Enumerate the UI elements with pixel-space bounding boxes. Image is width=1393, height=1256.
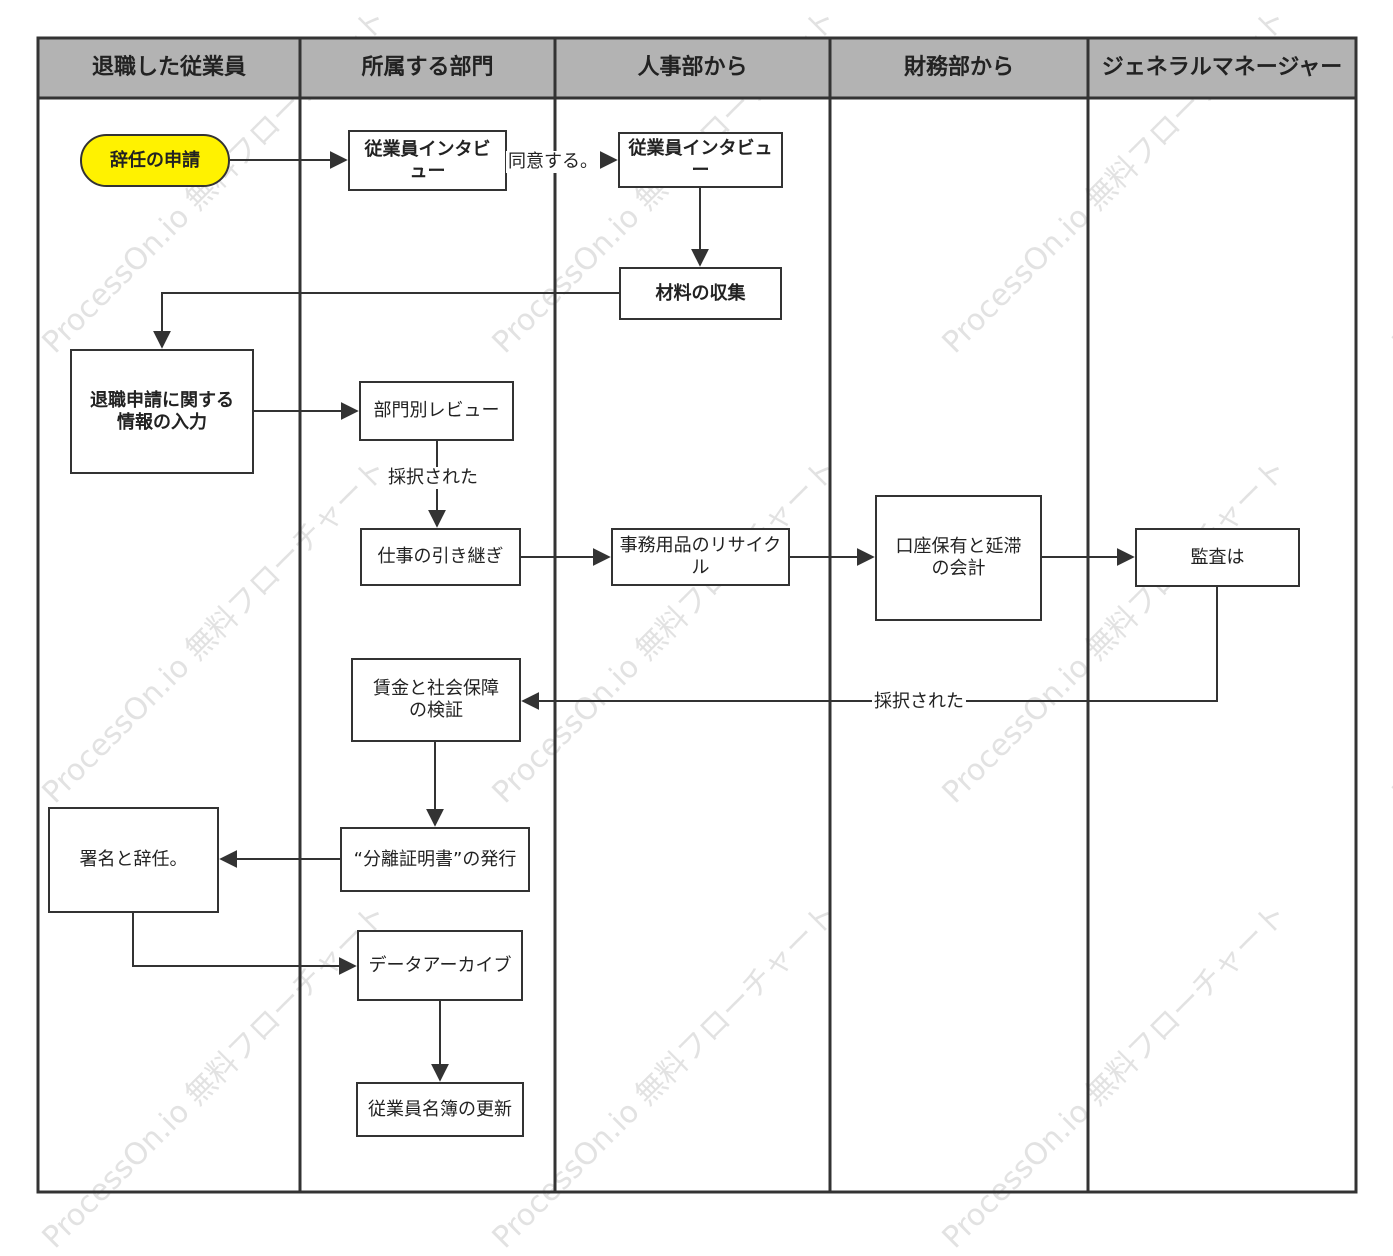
node-account-settle[interactable]: 口座保有と延滞の会計	[875, 495, 1042, 621]
lane-header-employee: 退職した従業員	[91, 55, 246, 80]
lane-header-finance: 財務部から	[903, 55, 1014, 80]
node-archive[interactable]: データアーカイブ	[357, 930, 523, 1001]
node-sign-resign[interactable]: 署名と辞任。	[48, 807, 219, 913]
node-audit[interactable]: 監査は	[1135, 528, 1300, 587]
node-input-info[interactable]: 退職申請に関する情報の入力	[70, 349, 254, 474]
edge-label-agree: 同意する。	[506, 151, 600, 173]
lane-header-gm: ジェネラルマネージャー	[1101, 55, 1343, 80]
edge-sign-to-archive	[132, 913, 357, 975]
edge-audit-to-verify	[521, 587, 1218, 710]
node-verify-wages[interactable]: 賃金と社会保障の検証	[351, 658, 521, 742]
node-update-roster[interactable]: 従業員名簿の更新	[356, 1082, 524, 1137]
edge-label-adopted-review: 採択された	[386, 467, 480, 489]
node-resign-request[interactable]: 辞任の申請	[80, 134, 230, 187]
connector-layer	[132, 151, 1218, 1082]
node-dept-interview[interactable]: 従業員インタビュー	[348, 130, 507, 191]
edge-materials-to-input	[153, 292, 619, 349]
node-issue-cert[interactable]: “分離証明書”の発行	[340, 827, 530, 892]
edge-label-adopted-audit: 採択された	[872, 691, 966, 713]
node-hr-interview[interactable]: 従業員インタビュー	[618, 132, 783, 188]
lane-outer-border	[36, 36, 1358, 1194]
node-collect-materials[interactable]: 材料の収集	[619, 267, 782, 320]
node-handover[interactable]: 仕事の引き継ぎ	[360, 528, 521, 586]
node-dept-review[interactable]: 部門別レビュー	[359, 381, 514, 441]
node-recycle[interactable]: 事務用品のリサイクル	[611, 528, 790, 586]
lane-header-dept: 所属する部門	[361, 55, 494, 80]
lane-header-hr: 人事部から	[637, 55, 748, 80]
swimlane-frame	[36, 36, 1358, 1194]
